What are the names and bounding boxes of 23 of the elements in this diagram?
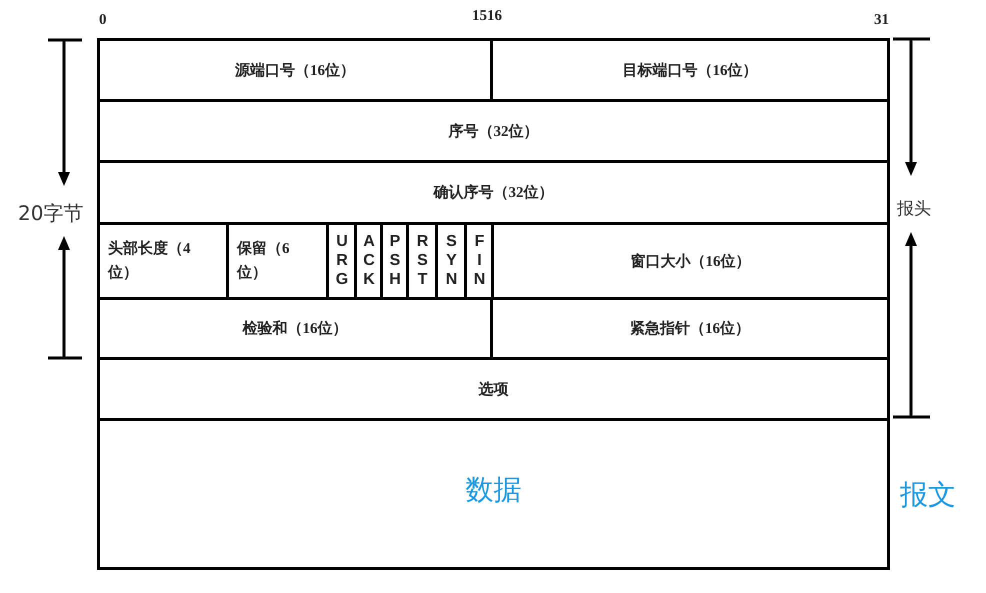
bit-number: 0	[99, 12, 106, 29]
flag-cell: ACK	[354, 222, 380, 297]
field-cell: 头部长度（4位）	[97, 222, 226, 297]
bit-number: 1516	[472, 8, 502, 25]
field-cell: 确认序号（32位）	[97, 160, 890, 222]
field-cell: 保留（6位）	[226, 222, 326, 297]
field-cell: 源端口号（16位）	[97, 38, 490, 99]
data-area: 数据	[97, 418, 890, 570]
bit-number: 31	[874, 12, 889, 29]
field-cell: 窗口大小（16位）	[491, 222, 890, 297]
flag-cell: URG	[326, 222, 354, 297]
dimension-label: 报文	[900, 477, 956, 513]
field-cell: 选项	[97, 357, 890, 418]
field-cell: 目标端口号（16位）	[490, 38, 890, 99]
dimension-label: 报头	[897, 198, 931, 220]
flag-cell: RST	[406, 222, 435, 297]
field-cell: 紧急指针（16位）	[490, 297, 890, 357]
flag-cell: FIN	[464, 222, 491, 297]
dimension-label: 20字节	[18, 200, 84, 227]
flag-cell: SYN	[435, 222, 464, 297]
field-cell: 检验和（16位）	[97, 297, 490, 357]
flag-cell: PSH	[380, 222, 406, 297]
field-cell: 序号（32位）	[97, 99, 890, 160]
